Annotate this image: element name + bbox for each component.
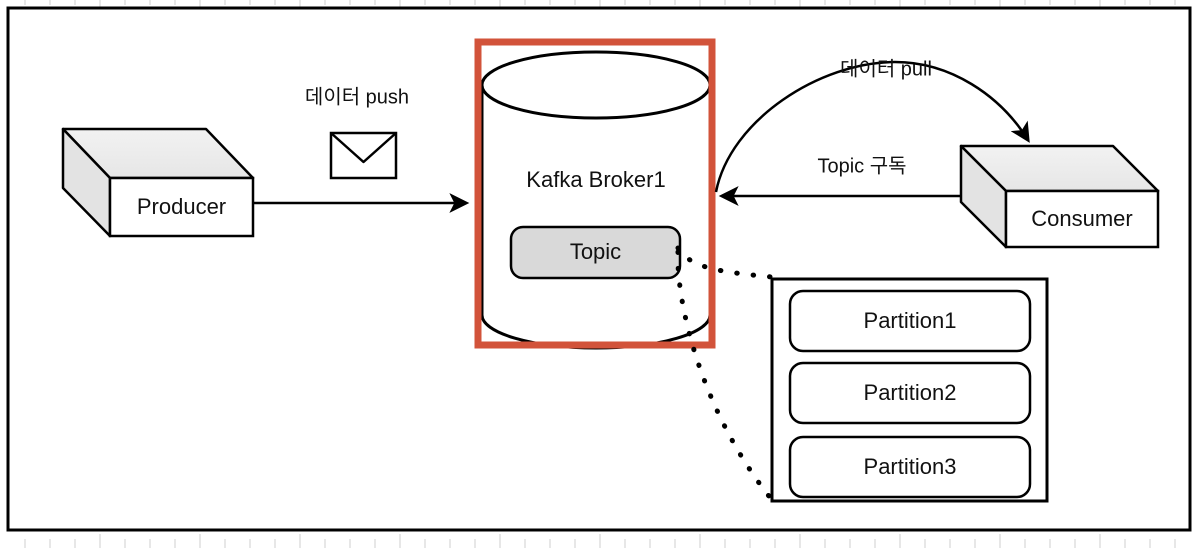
partition-2-box — [788, 361, 1032, 425]
broker-highlight-rect — [474, 38, 716, 349]
node-producer[interactable]: Producer — [61, 127, 255, 238]
topic-label: Topic — [570, 239, 621, 264]
partition-1-label: Partition1 — [864, 308, 957, 333]
edge-label-topic-subscribe: Topic 구독 — [817, 155, 906, 177]
edge-label-data-pull: 데이터 pull — [840, 57, 932, 80]
partition-2-label: Partition2 — [864, 380, 957, 405]
broker-cylinder-top — [480, 50, 712, 120]
broker-cylinder-body — [480, 83, 712, 350]
partition-3-label: Partition3 — [864, 454, 957, 479]
broker-label: Kafka Broker1 — [526, 167, 665, 192]
producer-label: Producer — [137, 194, 226, 219]
ruler-top — [24, 0, 1176, 9]
partition-1-box — [788, 289, 1032, 353]
node-kafka-broker[interactable]: Kafka Broker1 Topic — [474, 38, 716, 350]
edge-broker-to-consumer: 데이터 pull — [714, 57, 1030, 193]
diagram-frame — [6, 6, 1192, 532]
producer-front-face — [108, 176, 255, 238]
edge-label-data-push: 데이터 push — [305, 85, 409, 108]
ruler-bottom — [24, 534, 1176, 548]
consumer-front-face — [1004, 189, 1160, 249]
consumer-label: Consumer — [1031, 206, 1132, 231]
partition-item-3[interactable]: Partition3 — [788, 435, 1032, 499]
node-topic[interactable]: Topic — [509, 225, 682, 280]
edge-producer-to-broker: 데이터 push — [253, 85, 470, 213]
partition-item-2[interactable]: Partition2 — [788, 361, 1032, 425]
partition-item-1[interactable]: Partition1 — [788, 289, 1032, 353]
node-consumer[interactable]: Consumer — [959, 144, 1160, 249]
partition-3-box — [788, 435, 1032, 499]
message-envelope-icon — [329, 131, 398, 180]
edge-consumer-to-broker: Topic 구독 — [718, 155, 1005, 206]
partition-group-container[interactable]: Partition1 Partition2 Partition3 — [770, 277, 1049, 503]
